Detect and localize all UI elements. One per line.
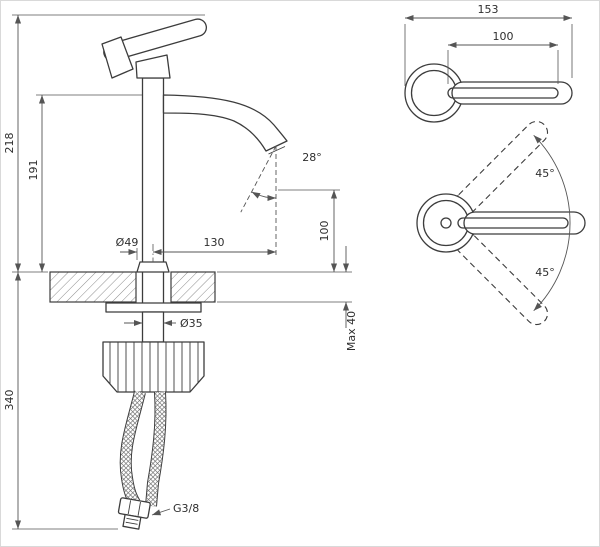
spout-aerator <box>268 146 286 155</box>
threaded-shank <box>141 311 165 343</box>
dim-label-spout-angle: 28° <box>302 151 322 164</box>
side-view: 218 191 340 Ø49 130 28° 100 <box>3 14 358 530</box>
side-view-dimensions: 218 191 340 Ø49 130 28° 100 <box>3 14 358 530</box>
faucet <box>101 18 288 530</box>
swing-handle <box>463 211 586 235</box>
dim-label-thread: G3/8 <box>173 502 199 515</box>
dim-label-hose-length: 340 <box>3 390 16 411</box>
mounting-nut-knurl <box>109 342 199 392</box>
faucet-base-flange <box>136 261 170 273</box>
flexible-hoses <box>119 390 167 507</box>
stream-angle-line <box>240 145 277 213</box>
swing-stem <box>440 217 452 229</box>
top-view-handle-ridge <box>447 87 559 99</box>
dim-label-total-length: 153 <box>478 3 499 16</box>
dim-label-outlet-height: 100 <box>318 221 331 242</box>
dim-label-lever-length: 100 <box>493 30 514 43</box>
faucet-lever-heel <box>101 36 134 79</box>
swing-handle-ridge <box>457 217 569 229</box>
swing-arc <box>533 134 571 312</box>
dim-label-shank-diameter: Ø35 <box>180 317 203 330</box>
dim-label-angle-down: 45° <box>535 266 555 279</box>
dim-label-base-diameter: Ø49 <box>116 236 139 249</box>
faucet-cartridge <box>135 54 171 79</box>
handle-swing-up <box>454 120 549 215</box>
top-view-handle <box>451 81 573 105</box>
hose-left-braid <box>120 390 145 506</box>
top-view-dimensions: 153 100 <box>404 3 573 86</box>
faucet-lever <box>103 18 208 62</box>
thread-leader <box>151 508 171 516</box>
faucet-spout <box>162 94 288 152</box>
fitting-stub <box>122 513 142 530</box>
spout-angle-construction <box>240 145 277 258</box>
dim-label-height-total: 218 <box>3 133 16 154</box>
countertop-section <box>49 271 216 303</box>
hose-fitting <box>117 497 151 530</box>
top-view: 153 100 <box>404 3 573 123</box>
handle-swing-down <box>454 231 549 326</box>
dim-label-height-spout: 191 <box>27 160 40 181</box>
angle-arc <box>251 191 277 202</box>
mounting-washer <box>105 302 202 313</box>
countertop-hatch-right <box>170 271 216 303</box>
countertop-hatch-left <box>49 271 137 303</box>
hose-right-braid <box>146 391 166 507</box>
dim-label-deck-max: Max 40 <box>345 311 358 351</box>
dim-label-spout-reach: 130 <box>204 236 225 249</box>
dim-label-angle-up: 45° <box>535 167 555 180</box>
swing-view: 45° 45° <box>416 120 586 326</box>
